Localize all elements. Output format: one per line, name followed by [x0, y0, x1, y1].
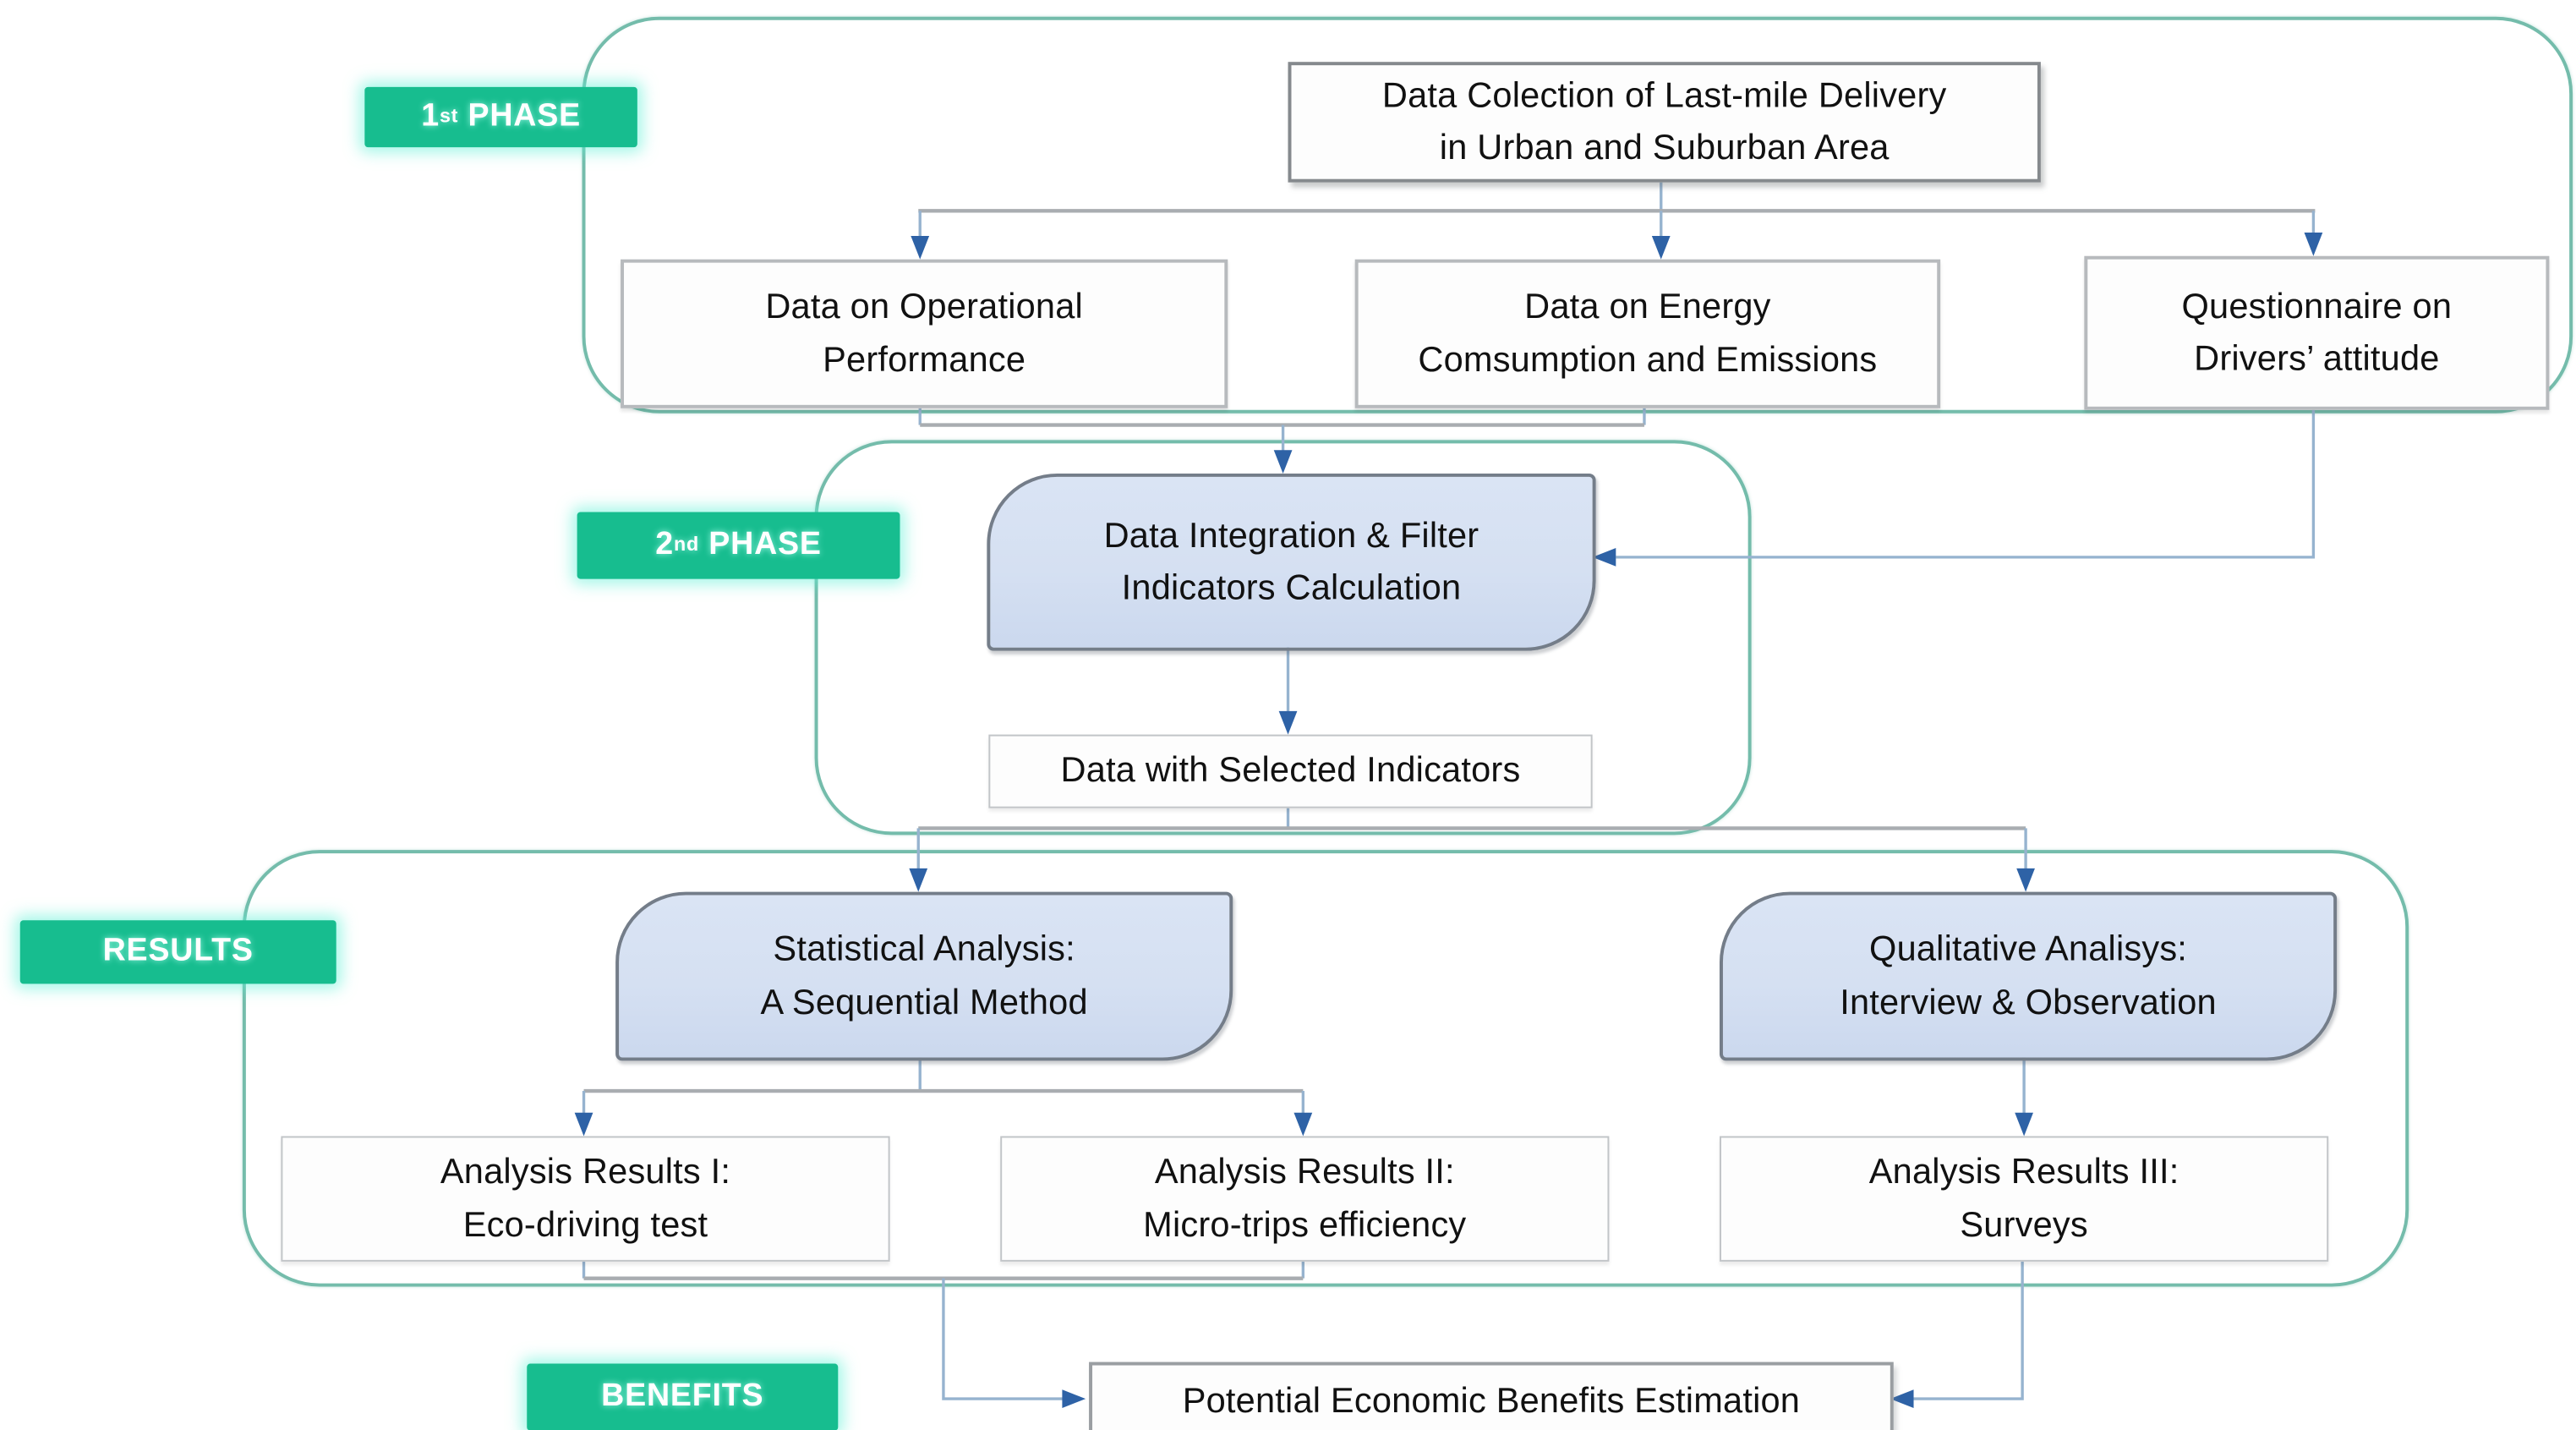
benefits-label: BENEFITS [527, 1363, 839, 1430]
connector-selected-to-analyses [909, 804, 2035, 892]
node-line: Data with Selected Indicators [1060, 751, 1521, 791]
node-line: A Sequential Method [760, 983, 1088, 1022]
node-questionnaire: Questionnaire on Drivers’ attitude [2084, 255, 2550, 410]
results-word: RESULTS [102, 934, 254, 969]
node-line: Data on Operational [765, 288, 1083, 326]
connector-results12-to-benefits [582, 1257, 1305, 1408]
node-line: in Urban and Suburban Area [1439, 129, 1890, 167]
node-line: Eco-driving test [462, 1205, 708, 1245]
node-results-3: Analysis Results III: Surveys [1720, 1136, 2329, 1262]
connector-collection-to-row2 [911, 175, 2323, 260]
node-line: Statistical Analysis: [773, 930, 1075, 969]
node-line: Indicators Calculation [1121, 568, 1462, 608]
node-results-1: Analysis Results I: Eco-driving test [281, 1136, 890, 1262]
connector-integration-to-selected [1278, 644, 1298, 735]
connector-qualitative-to-results3 [2015, 1054, 2033, 1137]
node-line: Analysis Results II: [1154, 1153, 1455, 1192]
connector-results3-to-benefits [1890, 1257, 2024, 1408]
node-line: Surveys [1960, 1205, 2088, 1245]
node-line: Data Integration & Filter [1103, 516, 1479, 555]
node-qualitative-analysis: Qualitative Analisys: Interview & Observ… [1720, 891, 2338, 1061]
node-data-collection: Data Colection of Last-mile Delivery in … [1288, 62, 2041, 183]
phase2-word: PHASE [699, 527, 822, 562]
node-statistical-analysis: Statistical Analysis: A Sequential Metho… [615, 891, 1233, 1061]
node-operational-performance: Data on Operational Performance [621, 259, 1228, 408]
node-line: Comsumption and Emissions [1418, 340, 1878, 380]
node-line: Analysis Results III: [1868, 1153, 2179, 1192]
node-economic-benefits: Potential Economic Benefits Estimation [1089, 1362, 1894, 1430]
node-line: Drivers’ attitude [2194, 339, 2440, 379]
node-line: Micro-trips efficiency [1143, 1205, 1467, 1245]
connector-questionnaire-to-integration [1592, 404, 2316, 567]
phase1-word: PHASE [458, 98, 581, 134]
node-energy-emissions: Data on Energy Comsumption and Emissions [1354, 259, 1941, 408]
node-line: Qualitative Analisys: [1869, 930, 2188, 969]
connector-statistical-to-results [574, 1054, 1313, 1137]
node-results-2: Analysis Results II: Micro-trips efficie… [1000, 1136, 1610, 1262]
node-line: Potential Economic Benefits Estimation [1182, 1381, 1801, 1421]
node-line: Performance [823, 340, 1026, 380]
connector-row2-to-integration [918, 401, 1646, 474]
node-selected-indicators: Data with Selected Indicators [988, 734, 1593, 808]
phase2-number: 2 [655, 527, 675, 562]
results-label: RESULTS [19, 920, 336, 984]
node-line: Interview & Observation [1840, 983, 2217, 1022]
node-line: Questionnaire on [2181, 287, 2453, 326]
node-line: Analysis Results I: [440, 1153, 731, 1192]
benefits-word: BENEFITS [601, 1378, 764, 1414]
node-data-integration: Data Integration & Filter Indicators Cal… [987, 473, 1596, 651]
phase1-number: 1 [421, 98, 440, 134]
node-line: Data on Energy [1524, 288, 1771, 326]
node-line: Data Colection of Last-mile Delivery [1381, 76, 1947, 115]
